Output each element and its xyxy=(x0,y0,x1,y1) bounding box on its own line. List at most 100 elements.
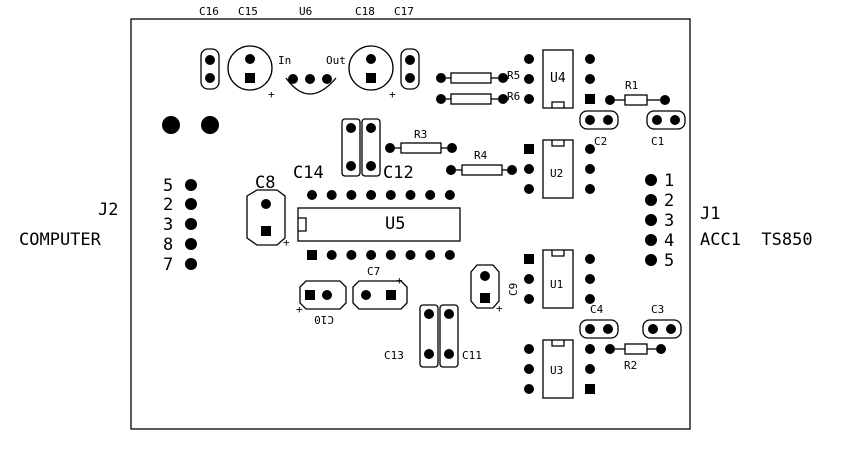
j1-pin-labels: 1 2 3 4 5 xyxy=(664,171,674,271)
c10-footprint: + C10 xyxy=(296,280,347,326)
c13-footprint xyxy=(419,304,439,368)
label-u4: U4 xyxy=(550,71,566,86)
c11-footprint xyxy=(439,304,459,368)
u5-pin-bottom xyxy=(366,250,377,260)
c12-footprint xyxy=(361,118,381,177)
r4-resistor: R4 xyxy=(446,149,517,176)
j2-ref: J2 xyxy=(98,200,118,220)
r1-resistor: R1 xyxy=(605,79,670,106)
j1-pin-label-5: 5 xyxy=(664,251,674,271)
u5-pin-top xyxy=(405,190,416,200)
label-c17: C17 xyxy=(394,5,414,18)
c3-footprint: C3 xyxy=(642,303,682,339)
label-c18: C18 xyxy=(355,5,375,18)
mount-pad-1 xyxy=(162,116,180,134)
label-c11: C11 xyxy=(462,349,482,362)
j1-pin-label-3: 3 xyxy=(664,211,674,231)
c7-footprint: + C7 xyxy=(352,265,408,310)
u5-pin-bottom xyxy=(425,250,436,260)
plus-c15: + xyxy=(268,88,275,101)
r3-resistor: R3 xyxy=(385,128,457,154)
j2-pads xyxy=(185,179,197,270)
u5-ic: U5 xyxy=(297,190,461,260)
plus-c18: + xyxy=(389,88,396,101)
u5-pin-bottom xyxy=(385,250,396,260)
label-u2: U2 xyxy=(550,167,563,180)
mount-pad-2 xyxy=(201,116,219,134)
u5-pin-top xyxy=(385,190,396,200)
c2-footprint: C2 xyxy=(579,110,619,148)
c18-footprint: + xyxy=(348,45,396,101)
j2-pin-labels: 5 2 3 8 7 xyxy=(163,176,173,275)
u5-pin-bottom xyxy=(326,250,337,260)
c9-footprint: + C9 xyxy=(470,264,520,315)
label-c15: C15 xyxy=(238,5,258,18)
u5-pin-top xyxy=(444,190,455,200)
u6-regulator: In Out xyxy=(278,54,346,95)
label-u1: U1 xyxy=(550,278,563,291)
u3-ic: U3 xyxy=(524,339,595,399)
label-c8: C8 xyxy=(255,173,275,193)
label-c3: C3 xyxy=(651,303,664,316)
u5-pin-bottom xyxy=(444,250,455,260)
c16-footprint xyxy=(200,48,220,90)
j2-pin-label-1: 5 xyxy=(163,176,173,196)
label-u6: U6 xyxy=(299,5,312,18)
label-c9: C9 xyxy=(507,283,520,296)
j2-name: COMPUTER xyxy=(19,230,102,250)
u5-pin-bottom xyxy=(405,250,416,260)
label-c4: C4 xyxy=(590,303,604,316)
label-c13: C13 xyxy=(384,349,404,362)
j1-pin-label-1: 1 xyxy=(664,171,674,191)
u2-ic: U2 xyxy=(524,139,595,199)
r6-resistor: R6 xyxy=(436,90,520,105)
j1-name: ACC1 TS850 xyxy=(700,230,813,250)
label-out: Out xyxy=(326,54,346,67)
label-r3: R3 xyxy=(414,128,427,141)
u5-pin-top xyxy=(307,190,317,200)
board-outline xyxy=(130,18,691,430)
label-r5: R5 xyxy=(507,69,520,82)
u5-pin-top xyxy=(366,190,377,200)
label-u3: U3 xyxy=(550,364,563,377)
j2-pin-label-5: 7 xyxy=(163,255,173,275)
plus-c7: + xyxy=(396,274,403,287)
u1-ic: U1 xyxy=(524,249,595,309)
u5-pin-top xyxy=(326,190,337,200)
label-c2: C2 xyxy=(594,135,607,148)
j2-pin-label-4: 8 xyxy=(163,235,173,255)
label-r1: R1 xyxy=(625,79,638,92)
r2-resistor: R2 xyxy=(605,343,666,372)
label-c12: C12 xyxy=(383,163,414,183)
u5-pin-top xyxy=(425,190,436,200)
label-r6: R6 xyxy=(507,90,520,103)
j1-pads xyxy=(645,174,657,266)
j1-pin-label-2: 2 xyxy=(664,191,674,211)
label-c7: C7 xyxy=(367,265,380,278)
j2-pin-label-2: 2 xyxy=(163,195,173,215)
label-u5: U5 xyxy=(385,214,405,234)
c1-footprint: C1 xyxy=(646,110,686,148)
u5-pin-top xyxy=(346,190,357,200)
c8-footprint: + C8 xyxy=(246,173,290,249)
label-c14: C14 xyxy=(293,163,324,183)
label-r4: R4 xyxy=(474,149,488,162)
label-c10: C10 xyxy=(314,313,334,326)
u5-pin-bottom xyxy=(307,250,317,260)
label-r2: R2 xyxy=(624,359,637,372)
c15-footprint: + xyxy=(227,45,275,101)
plus-c9: + xyxy=(496,302,503,315)
j2-pin-label-3: 3 xyxy=(163,215,173,235)
j1-ref: J1 xyxy=(700,204,720,224)
label-c1: C1 xyxy=(651,135,664,148)
c14-footprint xyxy=(341,118,361,177)
plus-c8: + xyxy=(283,236,290,249)
j1-pin-label-4: 4 xyxy=(664,231,674,251)
c4-footprint: C4 xyxy=(579,303,619,339)
r5-resistor: R5 xyxy=(436,69,520,84)
label-in: In xyxy=(278,54,291,67)
plus-c10: + xyxy=(296,303,303,316)
u5-pin-bottom xyxy=(346,250,357,260)
u4-ic: U4 xyxy=(524,49,595,109)
